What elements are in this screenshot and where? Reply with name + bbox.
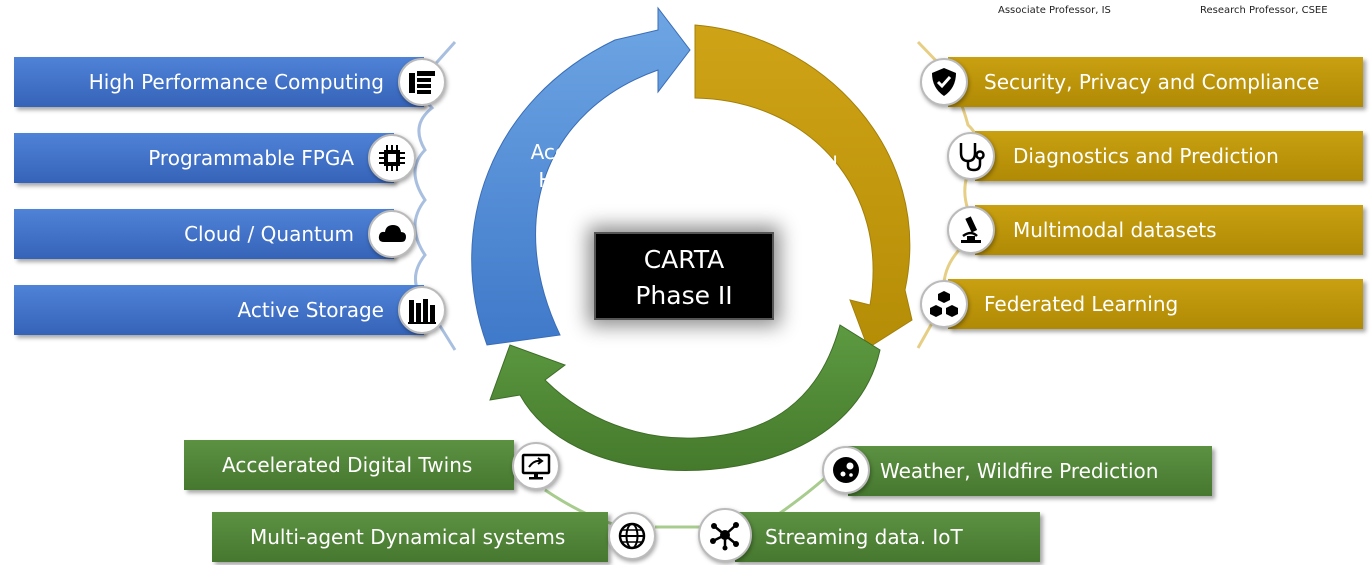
hardware-item-label: High Performance Computing: [88, 70, 384, 94]
scientific-item-weather: Weather, Wildfire Prediction: [848, 446, 1212, 496]
caption-associate-professor: Associate Professor, IS: [998, 5, 1111, 16]
microscope-icon: [947, 206, 995, 254]
cloud-icon: [368, 210, 416, 258]
segment-hardware-line1: Accelerated: [530, 140, 650, 164]
hardware-item-label: Active Storage: [237, 298, 384, 322]
globe-icon: [608, 512, 656, 560]
scientific-item-label: Multi-agent Dynamical systems: [250, 525, 566, 549]
cubes-network-icon: [920, 280, 968, 328]
medical-connector: [916, 40, 980, 349]
segment-label-scientific: Scientific/ Environment: [600, 332, 770, 412]
network-hub-icon: [698, 508, 752, 562]
scientific-item-label: Streaming data. IoT: [765, 525, 963, 549]
segment-hardware-line3: Software: [545, 196, 635, 220]
scientific-item-streaming: Streaming data. IoT: [735, 512, 1040, 562]
medical-item-label: Multimodal datasets: [1013, 218, 1217, 242]
hardware-item-storage: Active Storage: [14, 285, 424, 335]
medical-item-security: Security, Privacy and Compliance: [948, 57, 1363, 107]
segment-label-hardware: Accelerated Hardware/ Software: [510, 136, 670, 224]
scientific-item-multi-agent: Multi-agent Dynamical systems: [212, 512, 608, 562]
medical-item-federated: Federated Learning: [948, 279, 1363, 329]
medical-item-label: Federated Learning: [984, 292, 1179, 316]
stethoscope-icon: [947, 132, 995, 180]
chip-icon: [368, 134, 416, 182]
scientific-item-digital-twins: Accelerated Digital Twins: [184, 440, 514, 490]
center-title: CARTA: [643, 245, 725, 274]
scientific-item-label: Weather, Wildfire Prediction: [880, 459, 1159, 483]
hardware-item-label: Cloud / Quantum: [184, 222, 354, 246]
weather-globe-icon: [822, 446, 870, 494]
hardware-item-hpc: High Performance Computing: [14, 57, 424, 107]
shield-check-icon: [920, 58, 968, 106]
segment-hardware-line2: Hardware/: [538, 168, 642, 192]
hardware-item-cloud: Cloud / Quantum: [14, 209, 394, 259]
monitor-icon: [512, 442, 560, 490]
hardware-item-fpga: Programmable FPGA: [14, 133, 394, 183]
scientific-item-label: Accelerated Digital Twins: [222, 453, 473, 477]
medical-item-diagnostics: Diagnostics and Prediction: [975, 131, 1363, 181]
medical-item-label: Diagnostics and Prediction: [1013, 144, 1279, 168]
caption-research-professor: Research Professor, CSEE: [1200, 5, 1328, 16]
medical-arrow: [694, 24, 913, 349]
scientific-arrow: [489, 324, 881, 471]
center-subtitle: Phase II: [635, 281, 733, 310]
segment-medical-line2: Healthcare: [722, 184, 832, 208]
hardware-arrow: [471, 6, 691, 346]
carta-phase-box: CARTA Phase II: [594, 232, 774, 320]
segment-scientific-line2: Environment: [621, 380, 749, 404]
medical-item-label: Security, Privacy and Compliance: [984, 70, 1320, 94]
segment-scientific-line1: Scientific/: [636, 340, 734, 364]
medical-item-multimodal: Multimodal datasets: [975, 205, 1363, 255]
hardware-item-label: Programmable FPGA: [148, 146, 354, 170]
segment-label-medical: Medical and Healthcare: [695, 148, 860, 212]
storage-books-icon: [398, 286, 446, 334]
segment-medical-line1: Medical and: [717, 152, 838, 176]
server-rack-icon: [398, 58, 446, 106]
